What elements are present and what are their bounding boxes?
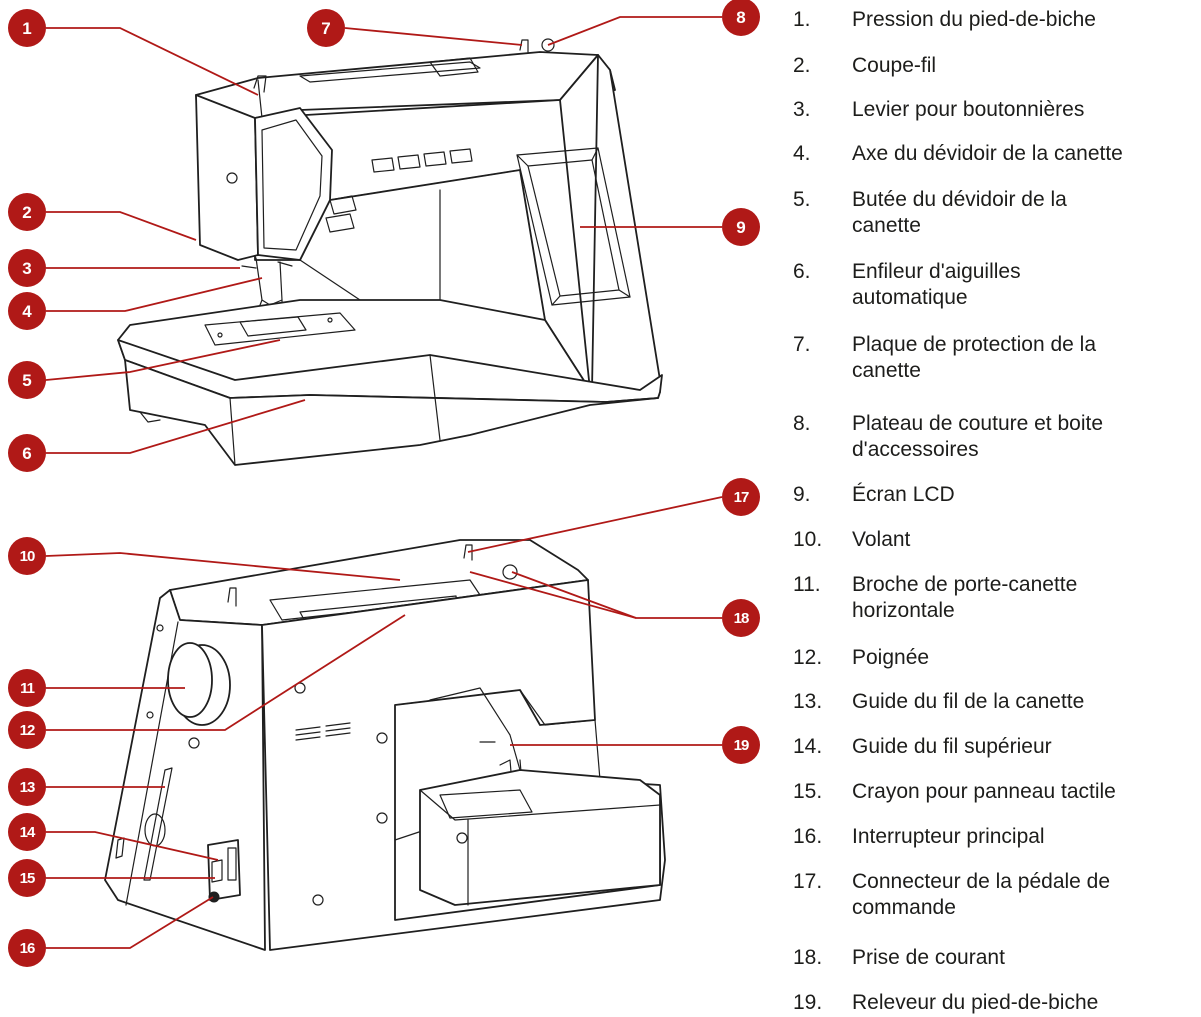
svg-text:2: 2 — [22, 203, 31, 222]
callout-3: 3 — [8, 249, 46, 287]
svg-text:14: 14 — [20, 824, 36, 841]
callout-16: 16 — [8, 929, 46, 967]
svg-text:3: 3 — [22, 259, 31, 278]
legend-label: Releveur du pied-de-biche — [852, 991, 1099, 1014]
legend-number: 10. — [793, 528, 823, 551]
legend-label: Levier pour boutonnières — [852, 98, 1085, 121]
callout-1: 1 — [8, 9, 46, 47]
callout-4: 4 — [8, 292, 46, 330]
leader-lines — [45, 16, 723, 949]
legend-label: Pression du pied-de-biche — [852, 8, 1096, 31]
legend-label: Guide du fil supérieur — [852, 735, 1052, 758]
callout-7: 7 — [307, 9, 345, 47]
svg-text:9: 9 — [736, 218, 745, 237]
legend-label: Plateau de couture et boite d'accessoire… — [852, 412, 1104, 461]
legend-number: 13. — [793, 690, 823, 713]
callout-17: 17 — [722, 478, 760, 516]
legend-label: Connecteur de la pédale de commande — [852, 870, 1111, 919]
legend-label: Crayon pour panneau tactile — [852, 780, 1116, 803]
svg-text:6: 6 — [22, 444, 31, 463]
legend-label: Coupe-fil — [852, 54, 937, 77]
legend-number: 12. — [793, 646, 823, 669]
svg-text:4: 4 — [22, 302, 32, 321]
svg-text:8: 8 — [736, 8, 745, 27]
legend-number: 16. — [793, 825, 823, 848]
legend-label: Poignée — [852, 646, 930, 669]
callout-15: 15 — [8, 859, 46, 897]
svg-text:13: 13 — [20, 779, 35, 796]
callout-11: 11 — [8, 669, 46, 707]
legend-label: Axe du dévidoir de la canette — [852, 142, 1123, 165]
legend-number: 5. — [793, 188, 811, 211]
callout-2: 2 — [8, 193, 46, 231]
svg-text:18: 18 — [734, 610, 749, 627]
legend-number: 3. — [793, 98, 811, 121]
callout-6: 6 — [8, 434, 46, 472]
svg-text:11: 11 — [20, 680, 35, 697]
legend-label: Volant — [852, 528, 911, 551]
callout-13: 13 — [8, 768, 46, 806]
callout-10: 10 — [8, 537, 46, 575]
legend-label: Interrupteur principal — [852, 825, 1045, 848]
legend-number: 11. — [793, 573, 821, 596]
callout-14: 14 — [8, 813, 46, 851]
legend-number: 1. — [793, 8, 811, 31]
legend-number: 2. — [793, 54, 811, 77]
legend-number: 17. — [793, 870, 823, 893]
svg-text:15: 15 — [20, 870, 35, 887]
callout-5: 5 — [8, 361, 46, 399]
svg-text:5: 5 — [22, 371, 31, 390]
callout-8: 8 — [722, 0, 760, 36]
legend-number: 7. — [793, 333, 811, 356]
callout-18: 18 — [722, 599, 760, 637]
svg-text:16: 16 — [20, 940, 35, 957]
legend-number: 9. — [793, 483, 811, 506]
legend-number: 6. — [793, 260, 811, 283]
legend-label: Écran LCD — [852, 483, 955, 506]
sewing-machine-diagram: 1 2 3 4 5 6 7 8 9 10 11 12 — [8, 0, 760, 967]
legend-number: 19. — [793, 991, 823, 1014]
svg-text:7: 7 — [321, 19, 330, 38]
legend-number: 15. — [793, 780, 823, 803]
legend-label: Butée du dévidoir de la canette — [852, 188, 1067, 237]
svg-text:12: 12 — [20, 722, 35, 739]
legend-label: Broche de porte-canette horizontale — [852, 573, 1078, 622]
legend-number: 8. — [793, 412, 811, 435]
legend-label: Prise de courant — [852, 946, 1005, 969]
front-view-machine — [117, 38, 663, 466]
svg-text:10: 10 — [20, 548, 35, 565]
legend-label: Guide du fil de la canette — [852, 690, 1085, 713]
svg-text:17: 17 — [734, 489, 749, 506]
legend-label: Enfileur d'aiguilles automatique — [852, 260, 1021, 309]
legend-number: 14. — [793, 735, 823, 758]
legend-label: Plaque de protection de la canette — [852, 333, 1097, 382]
svg-text:19: 19 — [734, 737, 749, 754]
svg-text:1: 1 — [22, 19, 31, 38]
callout-12: 12 — [8, 711, 46, 749]
callout-9: 9 — [722, 208, 760, 246]
callout-19: 19 — [722, 726, 760, 764]
back-view-machine — [104, 539, 666, 951]
legend-number: 18. — [793, 946, 823, 969]
parts-legend: 1. Pression du pied-de-biche 2. Coupe-fi… — [793, 0, 1198, 1017]
legend-number: 4. — [793, 142, 811, 165]
